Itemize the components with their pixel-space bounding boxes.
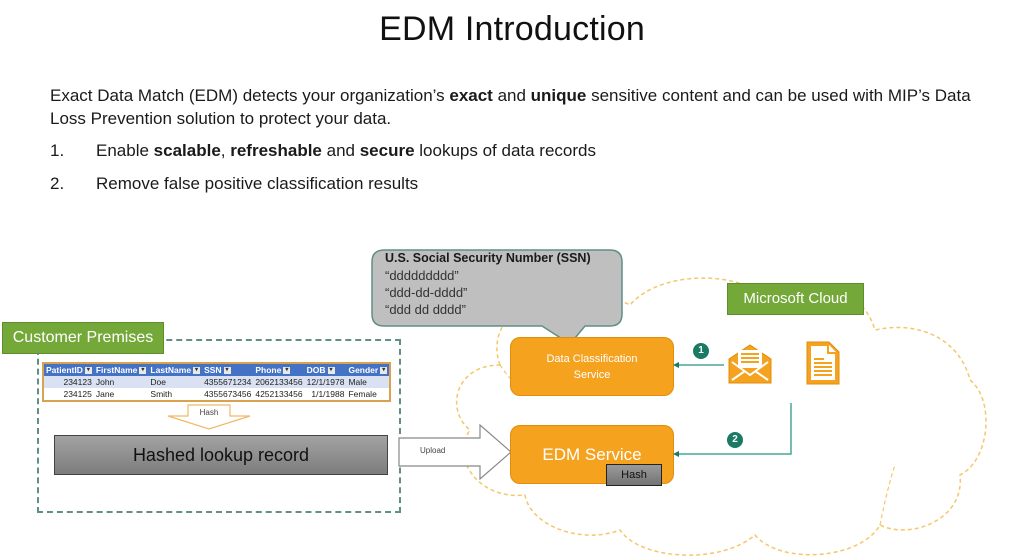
column-label: DOB — [306, 365, 326, 375]
flow-connectors — [673, 362, 792, 457]
intro-text-2: and — [492, 86, 531, 105]
intro-paragraph: Exact Data Match (EDM) detects your orga… — [50, 84, 980, 130]
document-icon — [806, 341, 840, 385]
table-cell[interactable]: Jane — [95, 389, 115, 399]
filter-dropdown-icon[interactable]: ▾ — [139, 367, 147, 375]
intro-text-3: sensitive content and can be used with M… — [50, 86, 971, 128]
ssn-callout-bubble — [371, 249, 623, 345]
filter-dropdown-icon[interactable]: ▾ — [193, 367, 201, 375]
table-row: 234125 Jane Smith 4355673456 4252133456 … — [43, 388, 390, 401]
table-cell[interactable]: Female — [348, 389, 377, 399]
column-label: Gender — [348, 365, 379, 375]
list-text: and — [321, 141, 360, 160]
microsoft-cloud-label: Microsoft Cloud — [727, 283, 864, 315]
customer-premises-label: Customer Premises — [2, 322, 164, 354]
flow-line-2 — [676, 403, 792, 455]
list-number: 2. — [50, 174, 65, 193]
column-header-patientid[interactable]: PatientID▾ — [43, 363, 94, 376]
table-row: 234123 John Doe 4355671234 2062133456 12… — [43, 376, 391, 388]
table-cell[interactable]: 1/1/1988 — [311, 389, 345, 399]
list-text: Enable — [96, 141, 154, 160]
data-classification-service: Data Classification Service — [510, 337, 674, 396]
filter-dropdown-icon[interactable]: ▾ — [84, 367, 92, 375]
bold-secure: secure — [359, 141, 415, 160]
slide-title: EDM Introduction — [379, 10, 645, 48]
hash-arrow-label: Hash — [199, 408, 219, 417]
dcs-label: Data Classification Service — [546, 351, 637, 383]
filter-dropdown-icon[interactable]: ▾ — [380, 367, 388, 375]
list-number: 1. — [50, 141, 65, 160]
intro-bold-exact: exact — [449, 86, 493, 105]
column-header-ssn[interactable]: SSN▾ — [202, 363, 254, 376]
ssn-callout-title: U.S. Social Security Number (SSN) — [385, 251, 591, 265]
patient-data-table: PatientID▾ FirstName▾ LastName▾ SSN▾ Pho… — [42, 362, 392, 402]
table-cell[interactable]: Smith — [150, 389, 173, 399]
list-item-1: 1. Enable scalable, refreshable and secur… — [50, 141, 596, 161]
table-cell[interactable]: Doe — [148, 376, 203, 388]
table-cell[interactable]: 4252133456 — [255, 389, 303, 399]
filter-dropdown-icon[interactable]: ▾ — [223, 367, 231, 375]
flow-arrowhead-1 — [673, 362, 679, 368]
column-header-lastname[interactable]: LastName▾ — [148, 363, 203, 376]
list-text: Remove false positive classification res… — [96, 174, 419, 193]
table-cell[interactable]: 234125 — [63, 389, 92, 399]
cloud-shape — [455, 277, 987, 556]
upload-label: Upload — [420, 446, 446, 455]
edm-service: EDM Service — [510, 425, 674, 484]
column-header-gender[interactable]: Gender▾ — [346, 363, 391, 376]
column-header-dob[interactable]: DOB▾ — [304, 363, 347, 376]
intro-text-1: Exact Data Match (EDM) detects your orga… — [50, 86, 450, 105]
edm-hash-box: Hash — [606, 464, 662, 486]
ssn-pattern: “ddddddddd” — [385, 268, 459, 283]
step-badge-1: 1 — [693, 343, 709, 359]
ssn-pattern: “ddd dd dddd” — [385, 302, 466, 317]
table-cell[interactable]: 4355671234 — [202, 376, 254, 388]
dcs-label-line: Service — [573, 368, 611, 381]
email-icon — [728, 344, 772, 384]
customer-premises-boundary — [37, 339, 401, 513]
table-header-row: PatientID▾ FirstName▾ LastName▾ SSN▾ Pho… — [43, 363, 391, 376]
hashed-lookup-record: Hashed lookup record — [54, 435, 388, 475]
column-header-phone[interactable]: Phone▾ — [253, 363, 305, 376]
column-header-firstname[interactable]: FirstName▾ — [93, 363, 149, 376]
table-cell[interactable]: 234123 — [43, 376, 94, 388]
list-text: lookups of data records — [414, 141, 596, 160]
upload-arrow — [398, 424, 512, 480]
table-cell[interactable]: 12/1/1978 — [304, 376, 347, 388]
bold-refreshable: refreshable — [230, 141, 322, 160]
table-cell[interactable]: John — [93, 376, 149, 388]
intro-bold-unique: unique — [530, 86, 587, 105]
column-label: PatientID — [46, 365, 83, 375]
step-badge-2: 2 — [727, 432, 743, 448]
flow-arrowhead-2 — [673, 451, 679, 457]
column-label: Phone — [255, 365, 282, 375]
table-cell[interactable]: Male — [346, 376, 391, 388]
ssn-pattern: “ddd-dd-dddd” — [385, 285, 468, 300]
table-cell[interactable]: 4355673456 — [204, 389, 252, 399]
dcs-label-line: Data Classification — [546, 352, 638, 365]
cloud-inner-arc — [879, 464, 896, 526]
table-cell[interactable]: 2062133456 — [253, 376, 305, 388]
ssn-callout-text: U.S. Social Security Number (SSN) “ddddd… — [385, 250, 591, 318]
filter-dropdown-icon[interactable]: ▾ — [327, 367, 335, 375]
column-label: SSN — [204, 365, 222, 375]
hash-down-arrow — [167, 404, 251, 430]
bold-scalable: scalable — [153, 141, 221, 160]
list-item-2: 2. Remove false positive classification r… — [50, 174, 418, 194]
column-label: FirstName — [95, 365, 138, 375]
column-label: LastName — [150, 365, 192, 375]
filter-dropdown-icon[interactable]: ▾ — [283, 367, 291, 375]
list-text: , — [220, 141, 231, 160]
